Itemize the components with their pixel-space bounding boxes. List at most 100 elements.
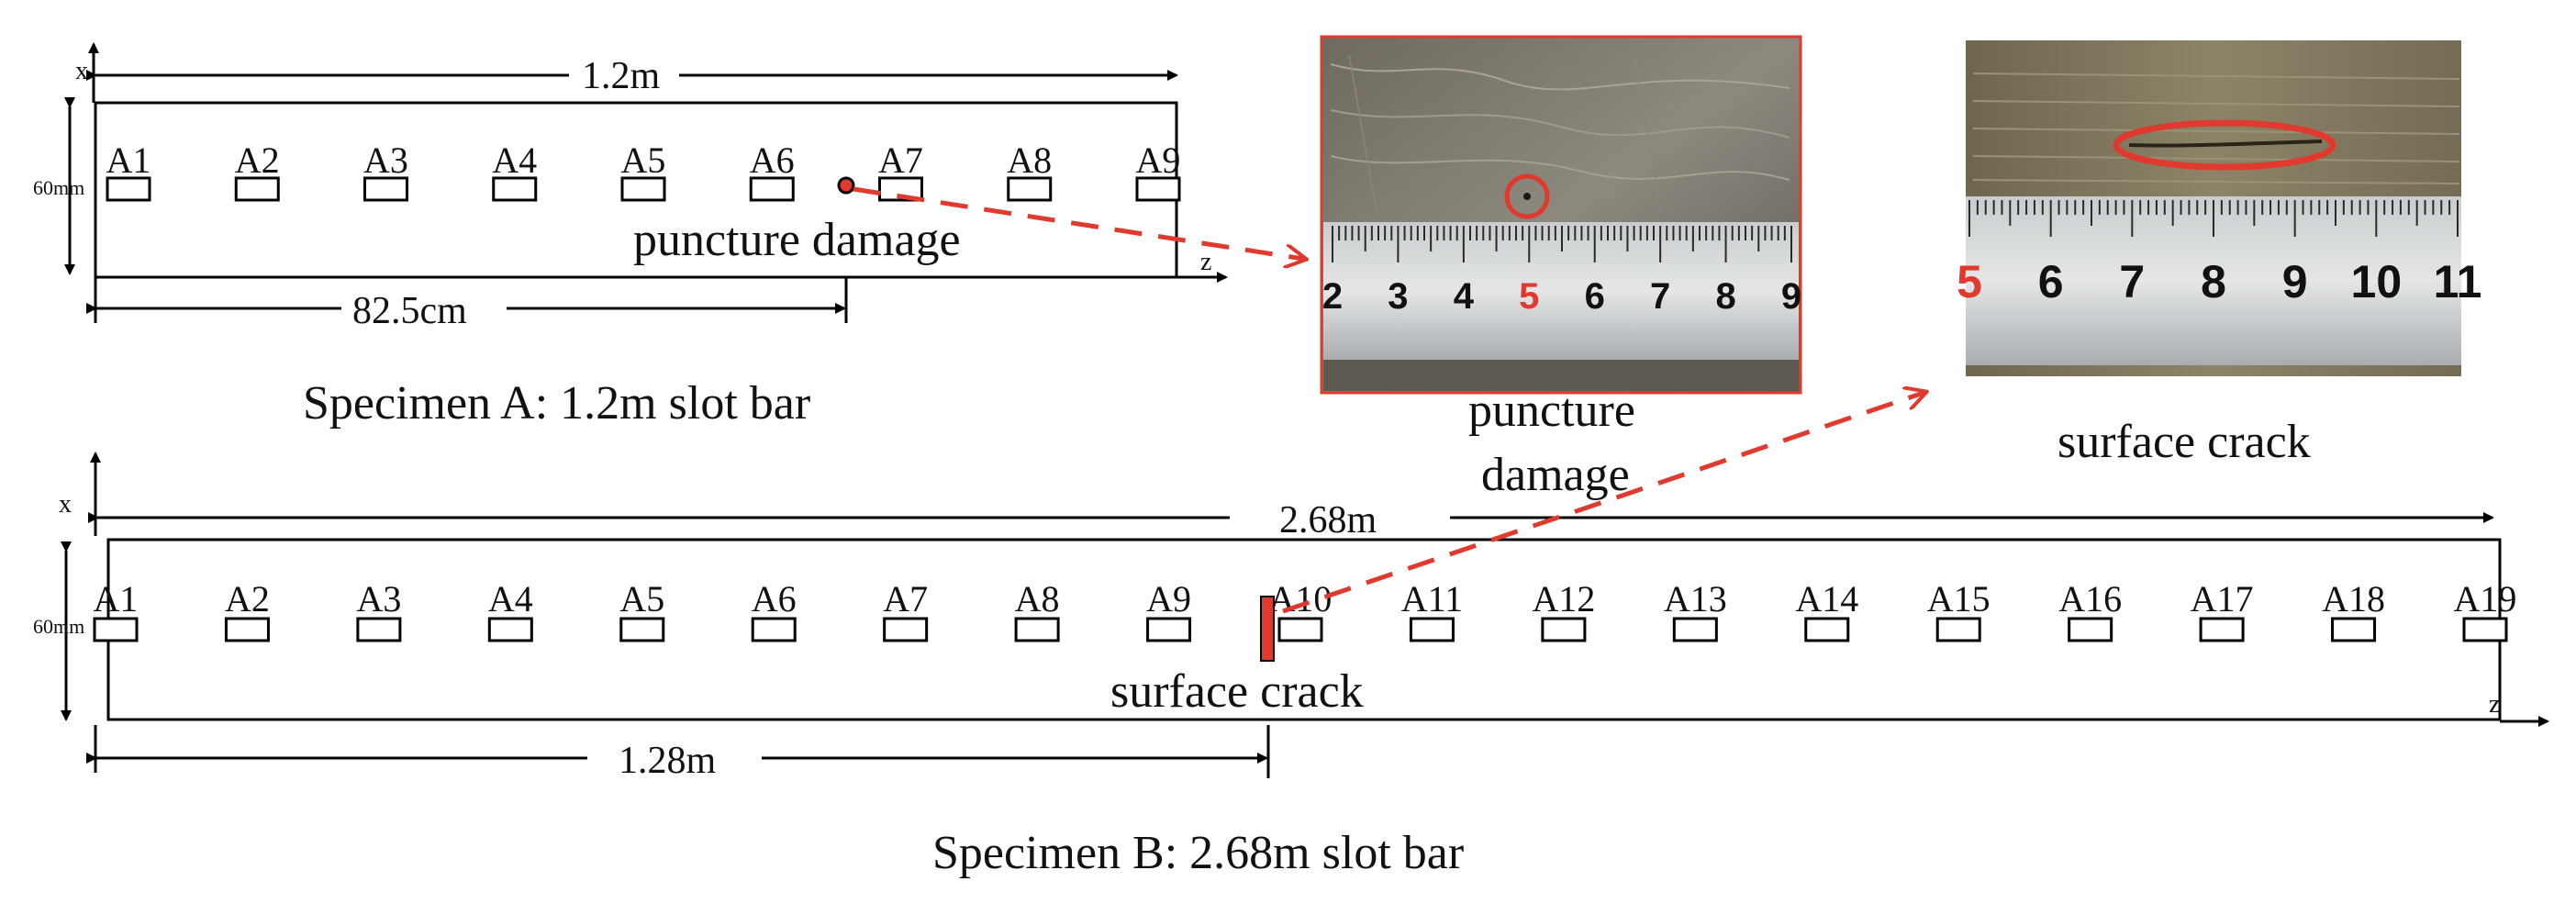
ruler-number: 2 <box>1322 276 1343 317</box>
sensor-label: A1 <box>106 139 151 181</box>
sensor-label: A4 <box>488 578 533 619</box>
sensor-label: A3 <box>356 578 401 619</box>
sensor-box <box>492 176 538 202</box>
sensor-label: A3 <box>363 139 408 181</box>
sensor-a6: A6 <box>749 139 795 202</box>
sensor-a17: A17 <box>2191 578 2254 642</box>
sensor-a3: A3 <box>356 578 402 642</box>
specimen-b-offset-label: 1.28m <box>619 740 717 782</box>
sensor-label: A7 <box>883 578 928 619</box>
ruler-number: 9 <box>2282 256 2308 307</box>
sensor-box <box>234 176 280 202</box>
ruler-number: 8 <box>1715 276 1735 317</box>
specimen-b-sensors: A1 A2 A3 A4 A5 A6 A7 A8 A9 A10 A11 A12 A13 A14 A15 A16 A… <box>93 578 2517 642</box>
sensor-label: A19 <box>2454 578 2517 619</box>
sensor-label: A14 <box>1795 578 1858 619</box>
ruler-number: 6 <box>1585 276 1605 317</box>
ruler-number: 5 <box>1957 256 1982 307</box>
sensor-box <box>883 617 929 642</box>
sensor-a9: A9 <box>1146 578 1192 642</box>
sensor-label: A5 <box>621 139 666 181</box>
sensor-a11: A11 <box>1401 578 1463 642</box>
sensor-label: A13 <box>1664 578 1727 619</box>
sensor-a3: A3 <box>363 139 408 202</box>
sensor-a9: A9 <box>1135 139 1181 202</box>
sensor-label: A12 <box>1532 578 1595 619</box>
ruler-number: 4 <box>1454 276 1475 317</box>
ruler-number: 9 <box>1781 276 1801 317</box>
specimen-b-crack-marker <box>1260 596 1275 662</box>
specimen-a-puncture-point <box>837 176 855 195</box>
sensor-label: A4 <box>492 139 537 181</box>
specimen-b-width-label: 60mm <box>33 615 84 638</box>
sensor-a8: A8 <box>1007 139 1053 202</box>
photo-crack-highlight <box>2113 119 2336 171</box>
specimen-b-x-axis-label: x <box>59 490 72 519</box>
sensor-label: A15 <box>1927 578 1991 619</box>
specimen-a-x-axis-label: x <box>75 57 88 85</box>
sensor-box <box>1135 176 1181 202</box>
sensor-a4: A4 <box>487 578 533 642</box>
photo-puncture-highlight <box>1504 173 1550 219</box>
ruler-number: 3 <box>1388 276 1408 317</box>
sensor-label: A8 <box>1015 578 1060 619</box>
sensor-box <box>487 617 533 642</box>
sensor-label: A16 <box>2058 578 2122 619</box>
sensor-box <box>356 617 402 642</box>
photo-crack-ruler-ticks <box>1968 200 2459 237</box>
sensor-box <box>2462 617 2508 642</box>
specimen-b: x 2.68m 60mm A1 A2 A3 A4 A5 A6 A7 A8 A9 A10 A11 A12… <box>33 393 2549 879</box>
sensor-a2: A2 <box>234 139 280 202</box>
sensor-label: A5 <box>619 578 664 619</box>
specimen-a-width-label: 60mm <box>33 176 84 199</box>
sensor-a10: A10 <box>1269 578 1333 642</box>
sensor-box <box>2199 617 2245 642</box>
sensor-box <box>2068 617 2113 642</box>
sensor-label: A2 <box>225 578 270 619</box>
sensor-box <box>1935 617 1981 642</box>
sensor-label: A6 <box>750 139 795 181</box>
photo-puncture-caption-line1: puncture <box>1468 385 1635 437</box>
specimen-b-z-axis-label: z <box>2489 690 2500 719</box>
sensor-a5: A5 <box>620 139 666 202</box>
specimen-b-length-label: 2.68m <box>1279 499 1377 541</box>
sensor-box <box>1672 617 1718 642</box>
sensor-box <box>1277 617 1323 642</box>
sensor-label: A6 <box>752 578 797 619</box>
sensor-a19: A19 <box>2454 578 2517 642</box>
sensor-box <box>749 176 795 202</box>
sensor-box <box>93 617 139 642</box>
sensor-box <box>1146 617 1192 642</box>
sensor-label: A10 <box>1269 578 1333 619</box>
sensor-box <box>224 617 270 642</box>
sensor-a5: A5 <box>619 578 665 642</box>
photo-puncture-caption-line2: damage <box>1481 449 1630 501</box>
sensor-a4: A4 <box>492 139 538 202</box>
sensor-label: A17 <box>2191 578 2254 619</box>
sensor-label: A1 <box>94 578 139 619</box>
ruler-number: 8 <box>2201 256 2226 307</box>
sensor-box <box>1014 617 1060 642</box>
specimen-a-caption: Specimen A: 1.2m slot bar <box>303 377 810 430</box>
sensor-a12: A12 <box>1532 578 1595 642</box>
ruler-number: 5 <box>1519 276 1539 317</box>
sensor-box <box>619 617 665 642</box>
sensor-a16: A16 <box>2058 578 2122 642</box>
sensor-label: A9 <box>1136 139 1181 181</box>
photo-crack-caption: surface crack <box>2057 416 2311 468</box>
specimen-a-length-label: 1.2m <box>582 55 661 97</box>
ruler-number: 10 <box>2351 256 2403 307</box>
sensor-a1: A1 <box>93 578 139 642</box>
sensor-a14: A14 <box>1795 578 1858 642</box>
sensor-label: A8 <box>1007 139 1052 181</box>
sensor-a18: A18 <box>2322 578 2385 642</box>
sensor-a6: A6 <box>751 578 797 642</box>
sensor-a1: A1 <box>106 139 151 202</box>
